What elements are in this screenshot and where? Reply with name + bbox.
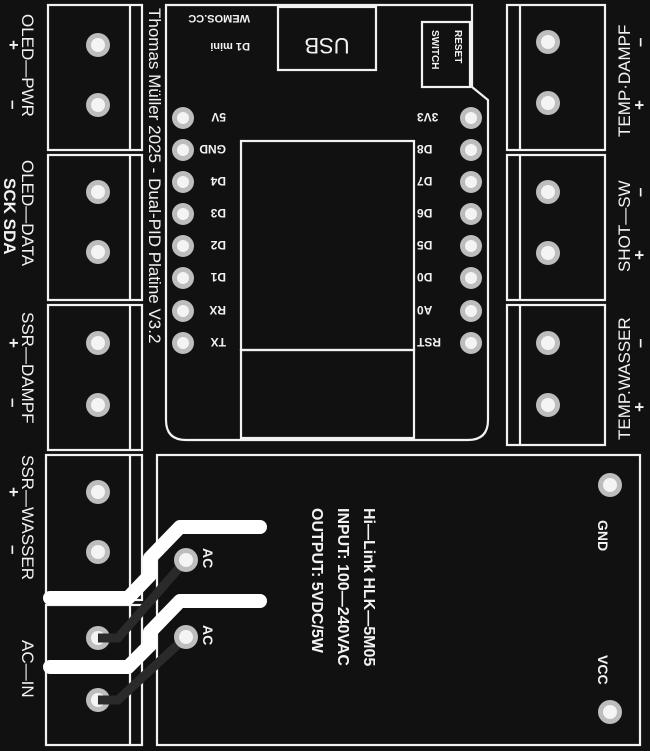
ac-hole-1	[174, 548, 198, 572]
header-pin: D7	[417, 171, 482, 193]
shot-sw-minus: –	[630, 188, 649, 197]
pin-label: D7	[417, 174, 433, 188]
oled-pwr-label: OLED—PWR	[18, 14, 37, 117]
d1-mini-name: D1 mini	[210, 40, 250, 52]
pin-label: D6	[417, 206, 433, 220]
pin-label: D0	[417, 270, 433, 284]
temp-dampf-label: TEMP·DAMPF	[615, 25, 634, 137]
terminal-hole	[536, 30, 560, 54]
shot-sw-plus: +	[630, 250, 649, 260]
reset-label: RESET	[452, 30, 463, 63]
header-pin: D1	[172, 267, 226, 289]
header-pin: D5	[417, 235, 482, 257]
pin-label: RST	[416, 335, 441, 349]
d1-mini-outline	[164, 3, 490, 442]
header-pin: D6	[417, 203, 482, 225]
ssr-wasser-plus: +	[4, 487, 23, 497]
ac-traces	[43, 520, 267, 674]
usb-label: USB	[304, 33, 349, 58]
gnd-hole	[598, 473, 622, 497]
right-terminal-holes	[536, 30, 560, 417]
header-pin: 3V3	[417, 107, 482, 129]
header-pin: D0	[417, 267, 482, 289]
pin-label: D5	[417, 238, 433, 252]
header-pin: D4	[172, 171, 226, 193]
header-pin: 5V	[172, 107, 226, 129]
terminal-hole	[86, 540, 110, 564]
terminal-hole	[536, 180, 560, 204]
ac-hole-2	[174, 625, 198, 649]
ac-in-label: AC—IN	[18, 640, 37, 698]
terminal-hole	[536, 91, 560, 115]
d1-mini-module	[164, 3, 490, 442]
pin-label: D2	[210, 238, 226, 252]
ssr-wasser-label: SSR—WASSER	[18, 455, 37, 580]
pin-label: D4	[210, 174, 226, 188]
pin-label: A0	[417, 303, 433, 317]
right-terminal-blocks	[505, 3, 607, 447]
author-credit: Thomas Müller 2025 - Dual-PID Platine V3…	[145, 8, 164, 343]
header-pin: D2	[172, 235, 226, 257]
vcc-label: VCC	[595, 655, 611, 685]
usb-outline	[276, 5, 378, 72]
terminal-hole	[86, 240, 110, 264]
dark-traces	[98, 557, 190, 705]
pin-label: D3	[210, 206, 226, 220]
reset-switch-outline	[420, 20, 472, 89]
header-pin: A0	[417, 300, 482, 322]
header-pin: D8	[417, 139, 482, 161]
terminal-hole	[536, 241, 560, 265]
header-pin: D3	[172, 203, 226, 225]
wemos-label: WEMOS.CC	[188, 12, 250, 24]
temp-dampf-minus: –	[630, 38, 649, 47]
ssr-dampf-minus: –	[4, 398, 23, 407]
hilink-input: INPUT: 100—240VAC	[334, 508, 351, 666]
terminal-hole	[86, 480, 110, 504]
oled-data-pins: SCK SDA	[0, 178, 19, 255]
ssr-wasser-minus: –	[4, 545, 23, 554]
vcc-hole	[598, 700, 622, 724]
ssr-dampf-plus: +	[4, 338, 23, 348]
switch-label: SWITCH	[429, 30, 440, 69]
header-pin: GND	[172, 139, 226, 161]
hilink-output: OUTPUT: 5VDC/5W	[308, 508, 325, 654]
temp-wasser-label: TEMP.WASSER	[615, 317, 634, 440]
oled-pwr-minus: –	[4, 100, 23, 109]
temp-wasser-minus: –	[630, 339, 649, 348]
terminal-hole	[86, 93, 110, 117]
pin-label: 3V3	[417, 110, 439, 124]
gnd-label: GND	[595, 520, 611, 551]
temp-dampf-plus: +	[630, 100, 649, 110]
terminal-hole	[536, 331, 560, 355]
pin-label: TX	[211, 335, 226, 349]
header-pin: RX	[172, 300, 226, 322]
header-pin: TX	[172, 332, 226, 354]
terminal-hole	[86, 33, 110, 57]
terminal-hole	[86, 180, 110, 204]
header-pin: RST	[416, 332, 482, 354]
chip-lower-outline	[239, 348, 416, 440]
oled-pwr-plus: +	[4, 40, 23, 50]
ac-label-2: AC	[200, 625, 216, 645]
terminal-hole	[86, 331, 110, 355]
pin-label: GND	[199, 142, 226, 156]
pin-label: D1	[210, 270, 226, 284]
oled-data-label: OLED—DATA	[18, 160, 37, 267]
temp-wasser-plus: +	[630, 402, 649, 412]
ac-label-1: AC	[200, 548, 216, 568]
terminal-hole	[86, 393, 110, 417]
ssr-dampf-label: SSR—DAMPF	[18, 312, 37, 423]
terminal-hole	[536, 393, 560, 417]
shot-sw-label: SHOT—SW	[615, 180, 634, 272]
pin-label: D8	[417, 142, 433, 156]
pin-label: RX	[209, 303, 226, 317]
pin-label: 5V	[211, 110, 226, 124]
hilink-model: Hi—Link HLK—5M05	[360, 508, 377, 666]
